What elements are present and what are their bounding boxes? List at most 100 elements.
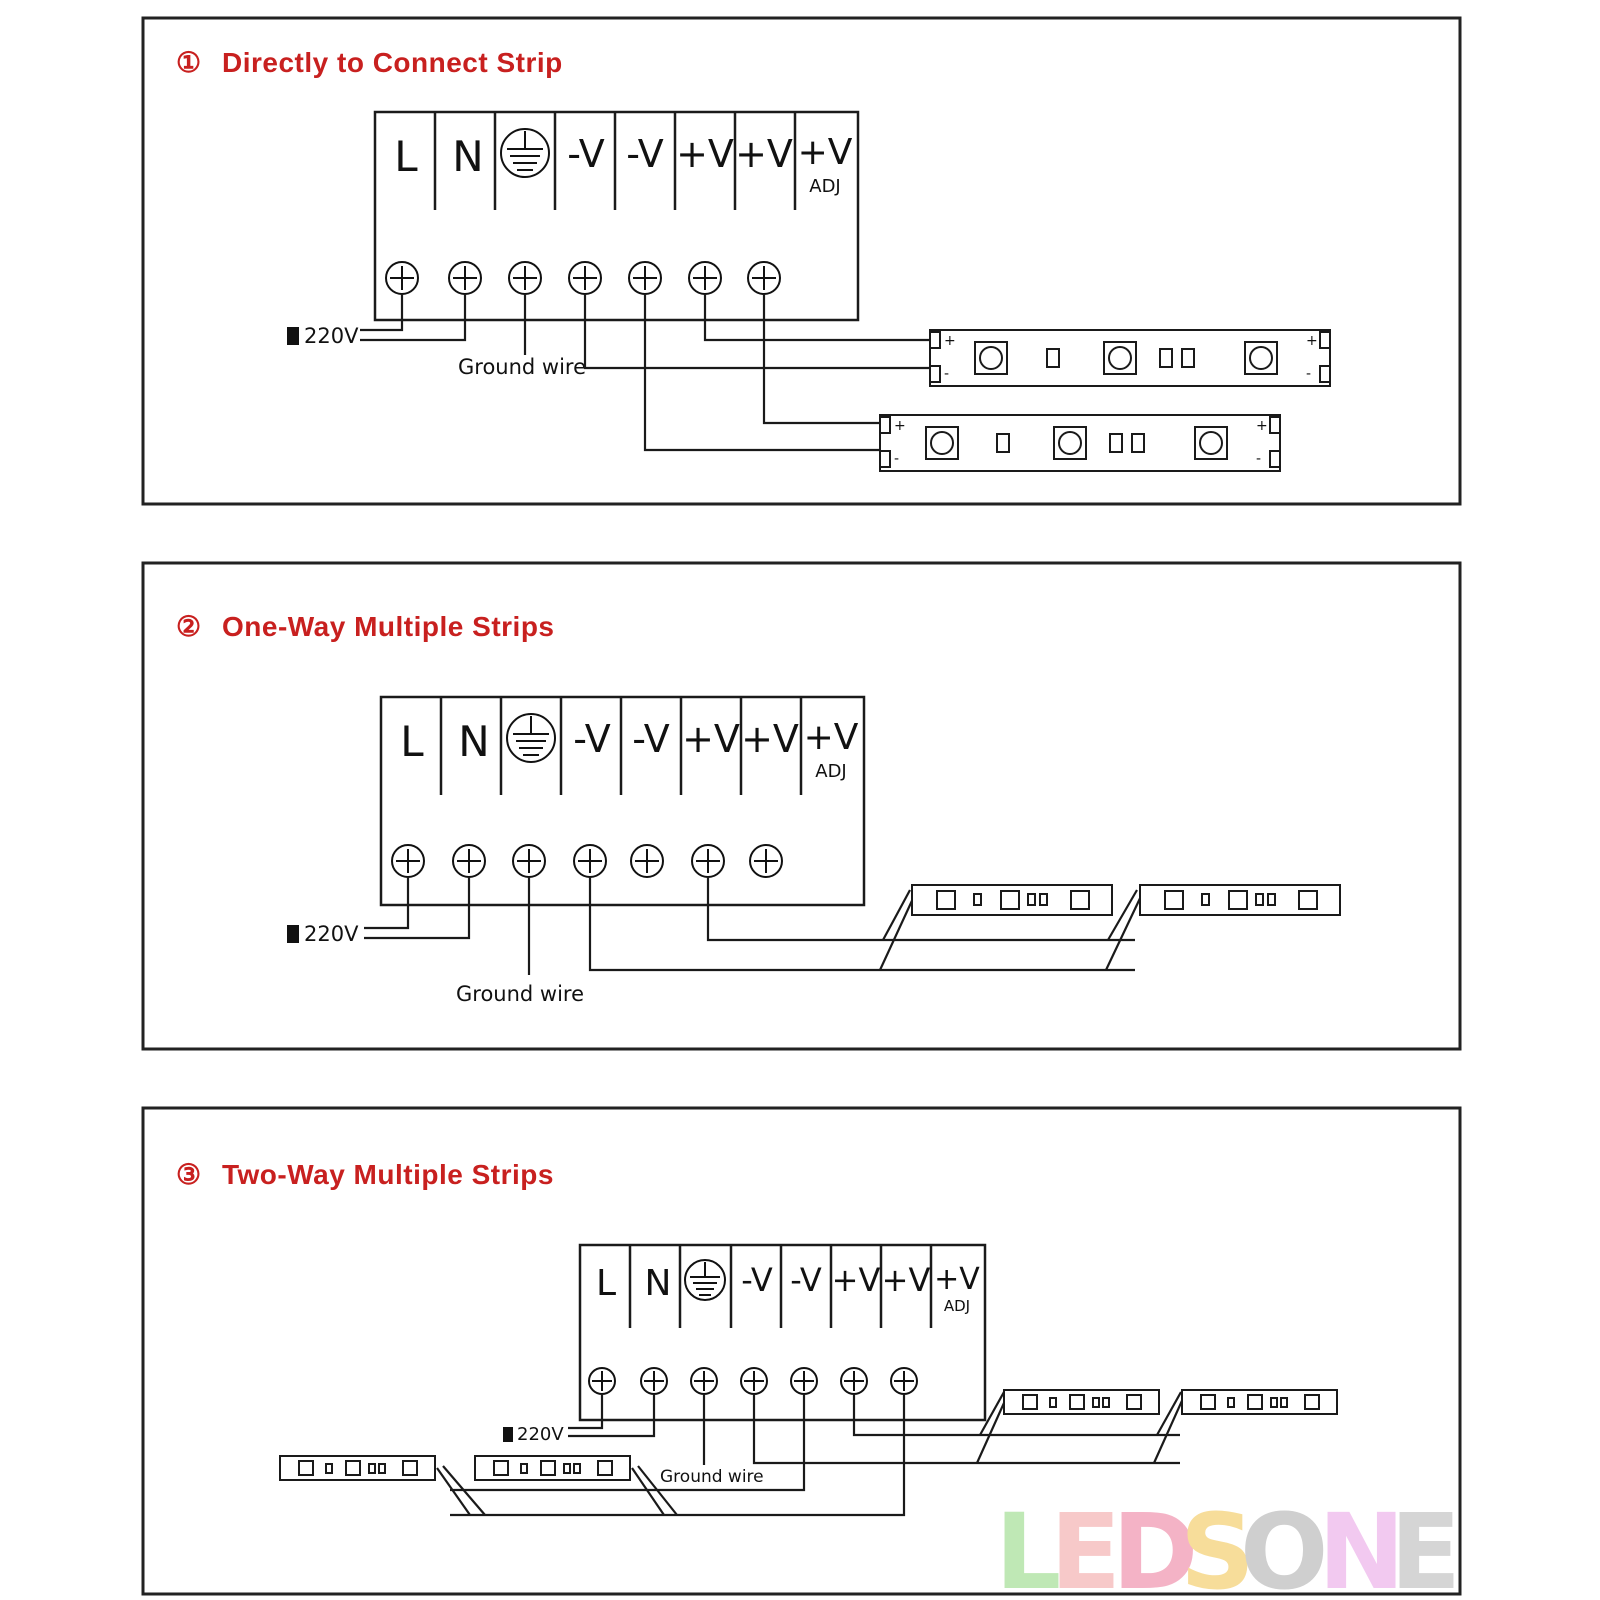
led-strip: + - + - [929, 329, 1331, 387]
watermark-letter: E [1050, 1491, 1121, 1600]
terminal-label-n: N [452, 132, 483, 181]
panel-one-way: ② One-Way Multiple Strips L N -V -V [141, 561, 1462, 1051]
panel-title: Two-Way Multiple Strips [222, 1159, 554, 1190]
screw-terminal [890, 1367, 918, 1395]
power-supply-terminal-block: L N -V -V +V +V +V ADJ [373, 110, 860, 322]
terminal-label-plus-v-adj: +V [798, 132, 853, 173]
led-strip: + - + - [879, 414, 1281, 472]
mains-wires: 220V Ground wire [287, 877, 584, 1006]
plug-icon [503, 1427, 513, 1442]
screw-terminal [691, 844, 725, 878]
screw-terminal [630, 844, 664, 878]
terminal-label-plus-v: +V [882, 1261, 931, 1299]
earth-ground-icon [500, 128, 550, 178]
watermark-letter: S [1180, 1491, 1255, 1600]
screw-terminal [628, 261, 662, 295]
power-supply-terminal-block: L N -V -V +V +V +V ADJ [379, 695, 866, 907]
terminal-label-plus-v-adj: +V [804, 717, 859, 758]
terminal-label-minus-v: -V [741, 1261, 773, 1299]
watermark-letter: D [1112, 1491, 1198, 1600]
watermark-letter: N [1318, 1491, 1405, 1600]
adj-label: ADJ [944, 1297, 970, 1315]
ground-wire-label: Ground wire [660, 1467, 764, 1487]
svg-text:+: + [944, 333, 956, 349]
terminal-label-plus-v: +V [682, 717, 740, 761]
dc-wires-right [752, 1391, 1187, 1465]
screw-terminal [385, 261, 419, 295]
dc-wires [588, 877, 1144, 972]
terminal-label-plus-v: +V [741, 717, 799, 761]
svg-text:-: - [894, 451, 899, 467]
ground-wire-label: Ground wire [456, 982, 584, 1006]
svg-text:+: + [1306, 333, 1318, 349]
watermark-letter: O [1240, 1491, 1328, 1600]
terminal-label-plus-v: +V [676, 132, 734, 176]
earth-ground-icon [684, 1259, 726, 1301]
terminal-label-plus-v: +V [735, 132, 793, 176]
led-strip [279, 1455, 436, 1481]
screw-terminal [448, 261, 482, 295]
dc-wires [583, 294, 932, 452]
terminal-label-minus-v: -V [632, 717, 669, 761]
terminal-label-minus-v: -V [790, 1261, 822, 1299]
panel-number: ② [176, 611, 202, 642]
terminal-label-minus-v: -V [573, 717, 610, 761]
screw-terminal [568, 261, 602, 295]
terminal-label-n: N [458, 717, 489, 766]
screw-terminal [690, 1367, 718, 1395]
svg-text:-: - [1306, 366, 1311, 382]
voltage-label: 220V [517, 1424, 564, 1445]
screw-terminal [640, 1367, 668, 1395]
terminal-label-n: N [645, 1263, 672, 1304]
watermark-letter: E [1390, 1491, 1461, 1600]
svg-text:-: - [944, 366, 949, 382]
screw-terminal [573, 844, 607, 878]
watermark-letter: L [995, 1491, 1061, 1600]
adj-label: ADJ [809, 176, 840, 197]
watermark-logo: L E D S O N E [995, 1491, 1461, 1600]
led-strip [1003, 1389, 1160, 1415]
screw-terminal [740, 1367, 768, 1395]
panel-two-way: ③ Two-Way Multiple Strips L N -V -V [141, 1106, 1462, 1600]
svg-text:-: - [1256, 451, 1261, 467]
plug-icon [287, 925, 299, 943]
led-strip [1139, 884, 1341, 916]
panel-number: ① [176, 47, 202, 78]
screw-terminal [452, 844, 486, 878]
voltage-label: 220V [304, 922, 359, 946]
screw-terminal [688, 261, 722, 295]
terminal-label-minus-v: -V [626, 132, 663, 176]
terminal-label-plus-v: +V [832, 1261, 881, 1299]
screw-terminal [391, 844, 425, 878]
panel-direct-connect: ① Directly to Connect Strip L N -V -V [141, 16, 1462, 506]
plug-icon [287, 327, 299, 345]
terminal-screws [391, 844, 783, 878]
terminal-label-minus-v: -V [567, 132, 604, 176]
screw-terminal [588, 1367, 616, 1395]
terminal-label-plus-v-adj: +V [934, 1262, 980, 1297]
terminal-label-l: L [400, 717, 424, 766]
screw-terminal [508, 261, 542, 295]
power-supply-terminal-block: L N -V -V +V +V +V ADJ [578, 1243, 987, 1422]
screw-terminal [749, 844, 783, 878]
led-strip [474, 1455, 631, 1481]
voltage-label: 220V [304, 324, 359, 348]
panel-number: ③ [176, 1159, 202, 1190]
terminal-screws [385, 261, 781, 295]
led-strip [1181, 1389, 1338, 1415]
svg-text:+: + [894, 418, 906, 434]
led-strip [911, 884, 1113, 916]
screw-terminal [840, 1367, 868, 1395]
dc-wires-left [436, 1394, 906, 1517]
screw-terminal [747, 261, 781, 295]
screw-terminal [512, 844, 546, 878]
screw-terminal [790, 1367, 818, 1395]
earth-ground-icon [506, 713, 556, 763]
panel-title: Directly to Connect Strip [222, 47, 563, 78]
mains-wires: 220V Ground wire [287, 294, 586, 379]
svg-text:+: + [1256, 418, 1268, 434]
panel-title: One-Way Multiple Strips [222, 611, 555, 642]
adj-label: ADJ [815, 761, 846, 782]
terminal-label-l: L [394, 132, 418, 181]
